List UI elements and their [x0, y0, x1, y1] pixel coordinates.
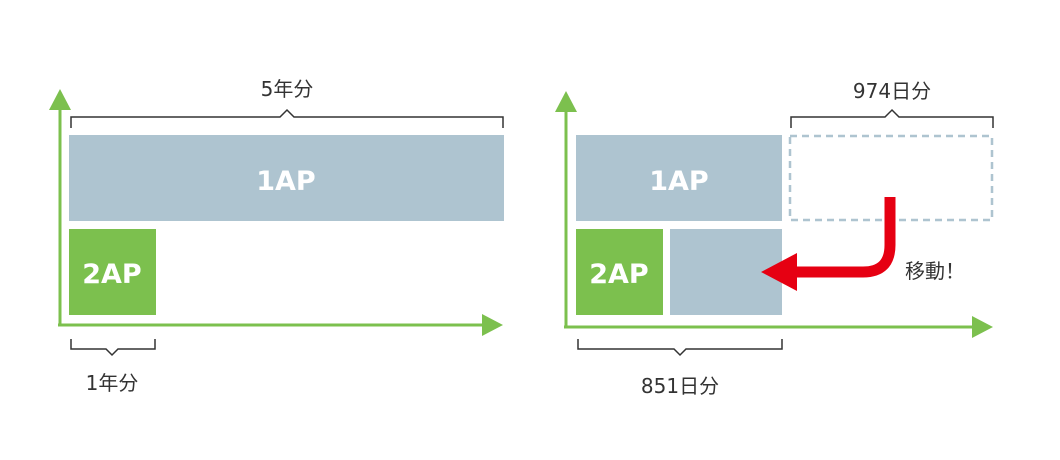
- left-top-bracket: [70, 108, 504, 128]
- right-bottom-label: 851日分: [641, 374, 719, 398]
- right-box-2ap-label: 2AP: [589, 259, 648, 290]
- right-y-axis-arrowhead: [555, 91, 577, 112]
- move-label: 移動！: [905, 259, 965, 283]
- left-panel: 5年分 1AP 2AP 1年分: [49, 77, 504, 395]
- left-box-1ap-label: 1AP: [256, 166, 315, 197]
- left-box-2ap-label: 2AP: [82, 259, 141, 290]
- move-arrow-head: [761, 253, 797, 291]
- right-top-label: 974日分: [853, 79, 931, 103]
- right-x-axis-arrowhead: [972, 316, 993, 338]
- left-x-axis-arrowhead: [482, 314, 503, 336]
- right-panel: 974日分 1AP 2AP 移動！ 851日分: [555, 79, 994, 398]
- left-box-2ap: [69, 229, 156, 315]
- right-bottom-bracket: [577, 339, 783, 357]
- left-y-axis-arrowhead: [49, 89, 71, 110]
- right-box-2ap: [576, 229, 663, 315]
- move-arrow-shaft: [792, 197, 896, 278]
- right-box-1ap-label: 1AP: [649, 166, 708, 197]
- left-bottom-label: 1年分: [86, 371, 139, 395]
- left-top-label: 5年分: [261, 77, 314, 101]
- right-box-1ap: [576, 135, 782, 221]
- right-top-bracket: [790, 108, 994, 128]
- left-bottom-bracket: [70, 339, 156, 357]
- left-box-1ap: [69, 135, 504, 221]
